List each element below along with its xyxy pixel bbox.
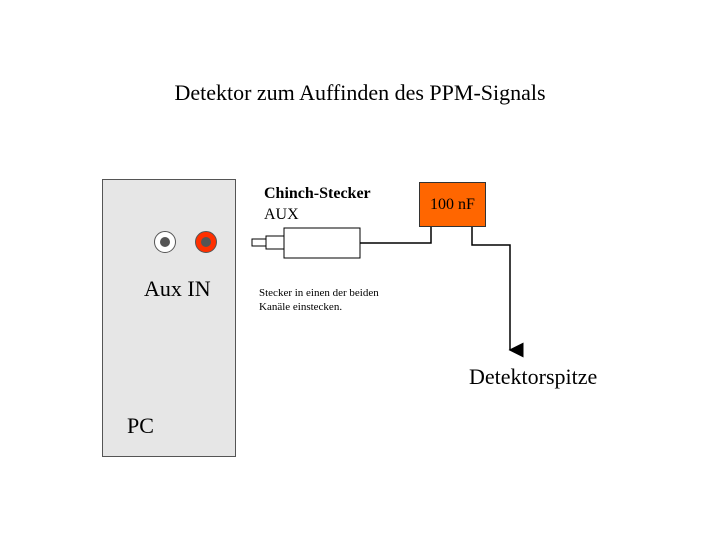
plug-sub: AUX xyxy=(264,206,299,223)
plug-note-line1: Stecker in einen der beiden xyxy=(259,287,379,299)
pc-label: PC xyxy=(127,413,154,438)
wire-capacitor-to-probe xyxy=(471,227,524,358)
jack-hole xyxy=(201,237,211,247)
aux-in-label: Aux IN xyxy=(144,276,211,301)
jack-hole xyxy=(160,237,170,247)
plug-name: Chinch-Stecker xyxy=(264,185,371,202)
plug-collar xyxy=(265,235,285,250)
pc-box xyxy=(102,179,236,457)
aux-jack-white xyxy=(154,231,176,253)
plug-body xyxy=(283,227,361,259)
wire-plug-to-capacitor xyxy=(360,227,432,244)
capacitor-box: 100 nF xyxy=(419,182,486,227)
probe-label: Detektorspitze xyxy=(469,364,598,389)
plug-tip xyxy=(251,238,268,247)
plug-note-line2: Kanäle einstecken. xyxy=(259,301,343,313)
plug-note: Stecker in einen der beiden Kanäle einst… xyxy=(259,286,379,314)
aux-jack-red xyxy=(195,231,217,253)
diagram-title: Detektor zum Auffinden des PPM-Signals xyxy=(174,80,546,105)
plug-label: Chinch-Stecker AUX xyxy=(264,183,371,225)
